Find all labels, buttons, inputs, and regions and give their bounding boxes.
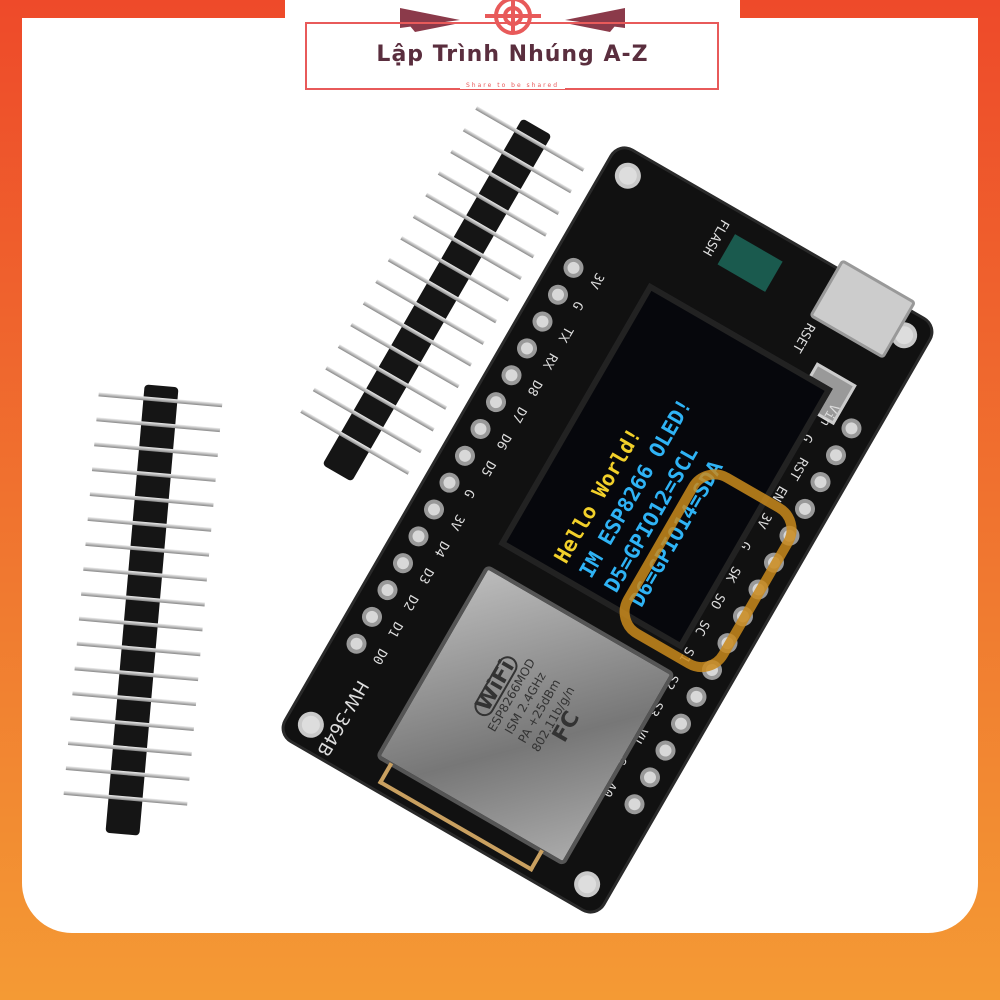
pin-label: D8 bbox=[523, 377, 545, 399]
pin-hole bbox=[667, 710, 695, 738]
pin-hole bbox=[822, 441, 850, 469]
tagline-text: Share to be shared bbox=[460, 82, 565, 89]
pin-label: D1 bbox=[384, 618, 406, 640]
pin-label: D6 bbox=[492, 430, 514, 452]
pin-label: D2 bbox=[399, 591, 421, 614]
pin-label: RX bbox=[539, 350, 561, 372]
reset-label: RSET bbox=[788, 320, 818, 355]
pin-label: D7 bbox=[508, 404, 530, 426]
pin-hole bbox=[404, 522, 433, 551]
pin-label: 3V bbox=[585, 269, 607, 291]
pin-hole bbox=[513, 334, 541, 363]
pin-hole bbox=[636, 763, 664, 792]
pin-hole bbox=[497, 361, 526, 389]
brand-logo: Lập Trình Nhúng A-Z Share to be shared bbox=[285, 0, 740, 95]
pin-hole bbox=[806, 468, 835, 496]
mount-hole bbox=[610, 157, 646, 194]
pin-hole bbox=[791, 495, 819, 523]
pin-hole bbox=[559, 254, 588, 282]
pin-hole bbox=[389, 549, 417, 577]
pin-hole bbox=[837, 414, 866, 443]
pin-hole bbox=[451, 442, 479, 470]
pin-label: G bbox=[568, 298, 586, 313]
pin-hole bbox=[620, 790, 649, 818]
pin-hole bbox=[342, 630, 371, 658]
logo-title: Lập Trình Nhúng A-Z bbox=[376, 42, 649, 67]
pin-hole bbox=[358, 603, 386, 631]
pin-hole bbox=[482, 388, 510, 416]
logo-frame bbox=[305, 22, 719, 90]
flash-button[interactable] bbox=[717, 234, 783, 292]
pin-hole bbox=[651, 736, 680, 765]
pin-label: 3V bbox=[446, 511, 468, 533]
logo-tagline: Share to be shared bbox=[285, 82, 740, 89]
pin-label: D4 bbox=[430, 538, 452, 560]
pin-hole bbox=[682, 683, 711, 711]
pin-label: G bbox=[460, 486, 478, 501]
pin-hole bbox=[528, 307, 557, 336]
pin-label: TX bbox=[554, 323, 576, 345]
mount-hole bbox=[569, 866, 605, 903]
pin-label: D3 bbox=[415, 565, 437, 587]
pin-hole bbox=[373, 576, 402, 604]
pin-hole bbox=[420, 495, 448, 524]
pin-label: D5 bbox=[477, 457, 499, 479]
pin-hole bbox=[466, 415, 495, 443]
pin-label: D0 bbox=[368, 645, 390, 667]
